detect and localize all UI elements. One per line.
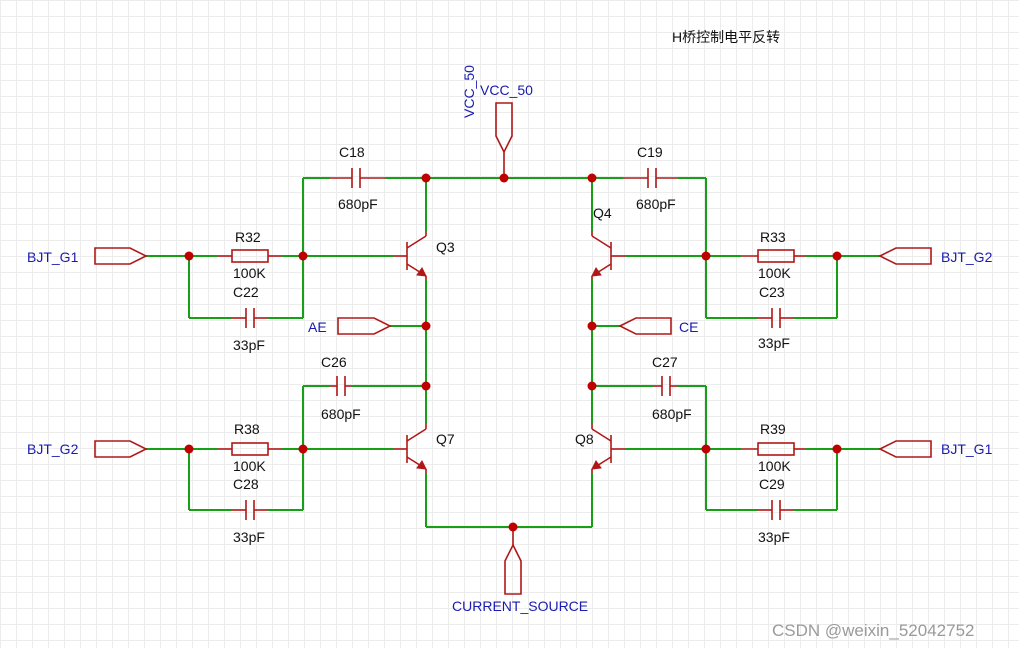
c26-ref: C26: [321, 354, 347, 370]
port-vcc-50[interactable]: [495, 102, 513, 178]
c27-value: 680pF: [652, 406, 692, 422]
resistor-r38[interactable]: [218, 442, 282, 456]
capacitor-c18[interactable]: [330, 168, 385, 188]
q3-ref: Q3: [436, 239, 455, 255]
net-label-current-source: CURRENT_SOURCE: [452, 598, 588, 614]
q4-ref: Q4: [593, 205, 612, 221]
c26-value: 680pF: [321, 406, 361, 422]
c23-value: 33pF: [758, 335, 790, 351]
port-ae[interactable]: [337, 317, 392, 335]
transistor-q3[interactable]: [393, 232, 427, 280]
net-label-vcc: VCC_50: [480, 82, 533, 98]
capacitor-c28[interactable]: [232, 500, 268, 520]
port-bjt-g1-left[interactable]: [94, 247, 148, 265]
c22-ref: C22: [233, 284, 259, 300]
c23-ref: C23: [759, 284, 785, 300]
r33-value: 100K: [758, 265, 791, 281]
capacitor-c22[interactable]: [232, 308, 268, 328]
capacitor-c26[interactable]: [330, 376, 352, 396]
c28-value: 33pF: [233, 529, 265, 545]
net-label-bjt-g2-right: BJT_G2: [941, 249, 993, 265]
transistor-q7[interactable]: [393, 424, 427, 473]
net-label-bjt-g1-left: BJT_G1: [27, 249, 79, 265]
r33-ref: R33: [760, 229, 786, 245]
q8-ref: Q8: [575, 431, 594, 447]
transistor-q8[interactable]: [591, 424, 625, 473]
r32-ref: R32: [235, 229, 261, 245]
c19-ref: C19: [637, 144, 663, 160]
transistor-q4[interactable]: [591, 232, 625, 280]
net-label-bjt-g1-right: BJT_G1: [941, 441, 993, 457]
wires: [146, 177, 880, 528]
junction-dots: [184, 173, 842, 532]
net-label-bjt-g2-left: BJT_G2: [27, 441, 79, 457]
c27-ref: C27: [652, 354, 678, 370]
net-label-ce: CE: [679, 319, 698, 335]
r38-value: 100K: [233, 458, 266, 474]
resistor-r39[interactable]: [741, 442, 805, 456]
r39-value: 100K: [758, 458, 791, 474]
c18-ref: C18: [339, 144, 365, 160]
c22-value: 33pF: [233, 337, 265, 353]
diagram-title: H桥控制电平反转: [672, 29, 780, 45]
r32-value: 100K: [233, 265, 266, 281]
c28-ref: C28: [233, 476, 259, 492]
r38-ref: R38: [234, 421, 260, 437]
c29-value: 33pF: [758, 529, 790, 545]
port-bjt-g2-left[interactable]: [94, 440, 148, 458]
capacitor-c19[interactable]: [623, 168, 678, 188]
watermark: CSDN @weixin_52042752: [772, 621, 974, 640]
port-bjt-g2-right[interactable]: [878, 247, 932, 265]
r39-ref: R39: [760, 421, 786, 437]
port-current-source[interactable]: [504, 527, 522, 595]
net-label-vcc-rotated: VCC_50: [461, 65, 477, 118]
capacitor-c23[interactable]: [758, 308, 794, 328]
q7-ref: Q7: [436, 431, 455, 447]
port-bjt-g1-right[interactable]: [878, 440, 932, 458]
resistor-r33[interactable]: [741, 249, 805, 263]
c29-ref: C29: [759, 476, 785, 492]
port-ce[interactable]: [618, 317, 672, 335]
c18-value: 680pF: [338, 196, 378, 212]
net-label-ae: AE: [308, 319, 327, 335]
c19-value: 680pF: [636, 196, 676, 212]
resistor-r32[interactable]: [218, 249, 282, 263]
capacitor-c29[interactable]: [758, 500, 794, 520]
capacitor-c27[interactable]: [654, 376, 678, 396]
